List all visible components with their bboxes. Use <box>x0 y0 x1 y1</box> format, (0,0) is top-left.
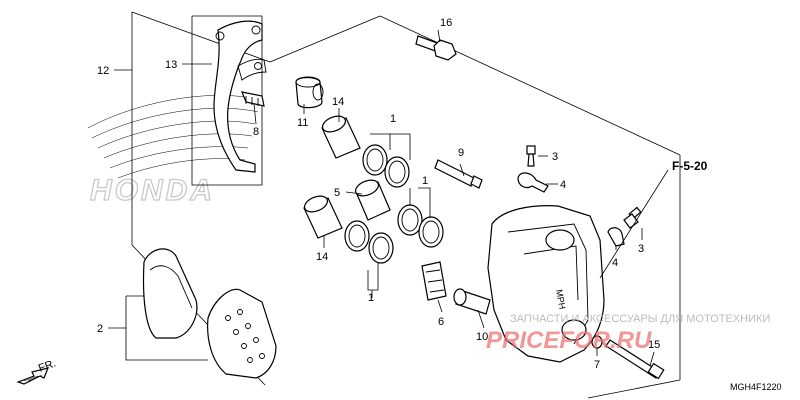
bleeder-valve-upper <box>526 145 536 167</box>
piston-seals <box>344 144 444 264</box>
pin-boot <box>295 76 324 109</box>
front-label: FR. <box>37 357 58 374</box>
watermark-caption: ЗАПЧАСТИ И АКСЕССУАРЫ ДЛЯ МОТОТЕХНИКИ <box>510 313 770 325</box>
brake-pad-rear <box>142 248 198 339</box>
callout-1-lower: 1 <box>368 292 374 304</box>
pad-pin <box>605 339 665 380</box>
callout-1-middle: 1 <box>422 175 428 187</box>
callout-14-upper: 14 <box>332 96 344 108</box>
brand-watermark: HONDA <box>90 174 215 207</box>
callout-11: 11 <box>297 117 308 129</box>
pad-spring <box>421 261 447 301</box>
mounting-bolt <box>415 35 457 61</box>
pin-sleeve <box>453 288 491 315</box>
front-direction-arrow: FR. <box>16 357 58 385</box>
caliper-pin-bolt <box>434 159 483 189</box>
callout-6: 6 <box>438 316 444 328</box>
callout-5: 5 <box>334 187 340 199</box>
callout-12: 12 <box>97 65 109 77</box>
caliper-bracket <box>213 20 267 173</box>
callout-4-upper: 4 <box>560 179 566 191</box>
callout-7: 7 <box>594 359 600 371</box>
middle-piston <box>354 179 391 221</box>
callout-15: 15 <box>648 339 660 351</box>
watermark-logo: PRICEFOR.RU <box>486 327 652 354</box>
callout-2: 2 <box>97 323 103 335</box>
callout-10: 10 <box>476 331 488 343</box>
callout-1-upper: 1 <box>390 113 396 125</box>
upper-piston <box>321 115 361 159</box>
bleeder-valve-right <box>623 206 642 229</box>
leader-lines <box>108 29 669 367</box>
callout-9: 9 <box>458 147 464 159</box>
lower-piston <box>303 195 343 239</box>
diagram-code: MGH4F1220 <box>730 382 782 392</box>
callout-13: 13 <box>165 59 177 71</box>
callout-8: 8 <box>253 126 259 138</box>
caliper-mark: MPH <box>554 289 567 310</box>
bleeder-cap-right <box>607 227 625 247</box>
section-reference[interactable]: F-5-20 <box>672 159 708 173</box>
caliper-body: MPH <box>487 205 605 363</box>
callout-3-upper: 3 <box>552 151 558 163</box>
bleeder-cap-upper <box>517 172 549 193</box>
brake-pad-front <box>207 288 277 379</box>
callout-3-right: 3 <box>638 243 644 255</box>
callout-14-lower: 14 <box>316 251 328 263</box>
caliper-assembly-frame <box>131 11 681 399</box>
callout-16: 16 <box>440 17 452 29</box>
callout-4-right: 4 <box>612 257 618 269</box>
